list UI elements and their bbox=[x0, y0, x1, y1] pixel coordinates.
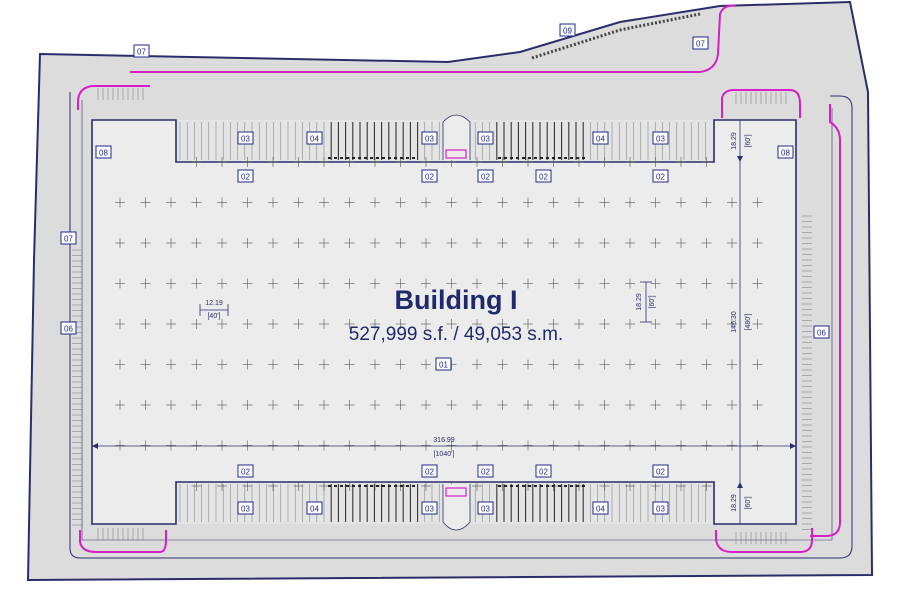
tag-02-bottom-d: 02 bbox=[535, 464, 552, 478]
bay-width-feet: [40'] bbox=[207, 313, 220, 320]
tag-09-road: 09 bbox=[559, 23, 576, 37]
building-footprint bbox=[91, 119, 797, 525]
tag-04-bottom-left: 04 bbox=[306, 501, 323, 515]
tag-02-top-e: 02 bbox=[652, 169, 669, 183]
svg-text:03: 03 bbox=[425, 135, 434, 144]
tag-03-top-a: 03 bbox=[237, 131, 254, 145]
building-title: Building I bbox=[394, 285, 518, 315]
overall-width-value: 316.99 bbox=[433, 437, 455, 444]
svg-text:02: 02 bbox=[539, 173, 548, 182]
tag-07-top-left: 07 bbox=[133, 44, 150, 58]
tag-02-bottom-b: 02 bbox=[421, 464, 438, 478]
curb-top-left bbox=[77, 85, 150, 110]
access-road bbox=[531, 12, 701, 60]
overall-depth-value: 146.30 bbox=[731, 311, 738, 333]
svg-text:03: 03 bbox=[656, 505, 665, 514]
svg-text:04: 04 bbox=[310, 135, 319, 144]
tag-04-top-right: 04 bbox=[592, 131, 609, 145]
perimeter-drive bbox=[69, 92, 853, 559]
svg-text:02: 02 bbox=[425, 468, 434, 477]
svg-text:03: 03 bbox=[241, 505, 250, 514]
svg-text:03: 03 bbox=[656, 135, 665, 144]
building-area: 527,999 s.f. / 49,053 s.m. bbox=[348, 324, 564, 345]
tag-03-top-b: 03 bbox=[421, 131, 438, 145]
tag-03-bottom-b: 03 bbox=[421, 501, 438, 515]
inner-drive bbox=[81, 100, 833, 541]
tag-06-left: 06 bbox=[60, 321, 77, 335]
svg-text:02: 02 bbox=[241, 468, 250, 477]
tag-03-bottom-a: 03 bbox=[237, 501, 254, 515]
svg-text:02: 02 bbox=[656, 468, 665, 477]
tag-01-warehouse: 01 bbox=[435, 357, 452, 371]
pink-pad-bottom bbox=[445, 487, 467, 497]
tag-02-top-d: 02 bbox=[535, 169, 552, 183]
tag-08-right: 08 bbox=[777, 145, 794, 159]
svg-text:04: 04 bbox=[596, 135, 605, 144]
svg-text:08: 08 bbox=[99, 149, 108, 158]
tag-02-top-a: 02 bbox=[237, 169, 254, 183]
curb-right-yard bbox=[721, 89, 801, 118]
column-grid bbox=[115, 157, 763, 491]
tag-04-top-left: 04 bbox=[306, 131, 323, 145]
yard-depth-bottom-value: 18.29 bbox=[731, 494, 738, 512]
svg-text:04: 04 bbox=[596, 505, 605, 514]
yard-depth-bottom-feet: [60'] bbox=[745, 496, 752, 509]
center-island-top bbox=[442, 114, 471, 160]
tag-02-bottom-e: 02 bbox=[652, 464, 669, 478]
tag-07-left: 07 bbox=[60, 231, 77, 245]
svg-text:02: 02 bbox=[539, 468, 548, 477]
tag-03-top-c: 03 bbox=[477, 131, 494, 145]
tag-03-bottom-d: 03 bbox=[652, 501, 669, 515]
car-parking-stalls bbox=[72, 88, 812, 544]
tag-03-bottom-c: 03 bbox=[477, 501, 494, 515]
tag-07-top-right: 07 bbox=[692, 36, 709, 50]
tag-02-bottom-a: 02 bbox=[237, 464, 254, 478]
svg-text:02: 02 bbox=[481, 468, 490, 477]
svg-text:07: 07 bbox=[64, 235, 73, 244]
tag-04-bottom-right: 04 bbox=[592, 501, 609, 515]
overall-depth-feet: [480'] bbox=[745, 313, 752, 330]
bay-depth-value: 18.29 bbox=[636, 293, 643, 311]
svg-text:04: 04 bbox=[310, 505, 319, 514]
dock-doors bbox=[328, 157, 585, 487]
svg-text:03: 03 bbox=[481, 505, 490, 514]
curb-bottom-left bbox=[79, 530, 167, 553]
dimension-bay-depth bbox=[640, 281, 652, 323]
svg-text:02: 02 bbox=[241, 173, 250, 182]
svg-text:03: 03 bbox=[425, 505, 434, 514]
curb-bottom-right bbox=[715, 528, 813, 553]
svg-text:01: 01 bbox=[439, 361, 448, 370]
overall-width-feet: [1040'] bbox=[434, 451, 455, 458]
svg-text:07: 07 bbox=[137, 48, 146, 57]
tag-02-bottom-c: 02 bbox=[477, 464, 494, 478]
tag-03-top-d: 03 bbox=[652, 131, 669, 145]
bay-width-value: 12.19 bbox=[205, 300, 223, 307]
svg-text:02: 02 bbox=[481, 173, 490, 182]
yard-depth-top-feet: [60'] bbox=[745, 134, 752, 147]
curb-top-right bbox=[130, 4, 737, 73]
svg-text:03: 03 bbox=[241, 135, 250, 144]
pink-pad-top bbox=[445, 149, 467, 159]
svg-text:06: 06 bbox=[817, 329, 826, 338]
curb-right-side bbox=[810, 104, 841, 537]
dimension-bay-width bbox=[199, 304, 229, 316]
dimension-overall-depth bbox=[737, 120, 743, 524]
svg-text:02: 02 bbox=[656, 173, 665, 182]
tag-06-right: 06 bbox=[813, 325, 830, 339]
tag-08-left: 08 bbox=[95, 145, 112, 159]
svg-text:02: 02 bbox=[425, 173, 434, 182]
dimension-overall-width bbox=[92, 443, 796, 449]
tag-02-top-b: 02 bbox=[421, 169, 438, 183]
bay-depth-feet: [60'] bbox=[649, 295, 656, 308]
tag-02-top-c: 02 bbox=[477, 169, 494, 183]
svg-text:07: 07 bbox=[696, 40, 705, 49]
svg-text:03: 03 bbox=[481, 135, 490, 144]
svg-text:08: 08 bbox=[781, 149, 790, 158]
yard-depth-top-value: 18.29 bbox=[731, 132, 738, 150]
svg-text:06: 06 bbox=[64, 325, 73, 334]
trailer-stalls-bottom bbox=[179, 484, 706, 522]
svg-text:09: 09 bbox=[563, 27, 572, 36]
